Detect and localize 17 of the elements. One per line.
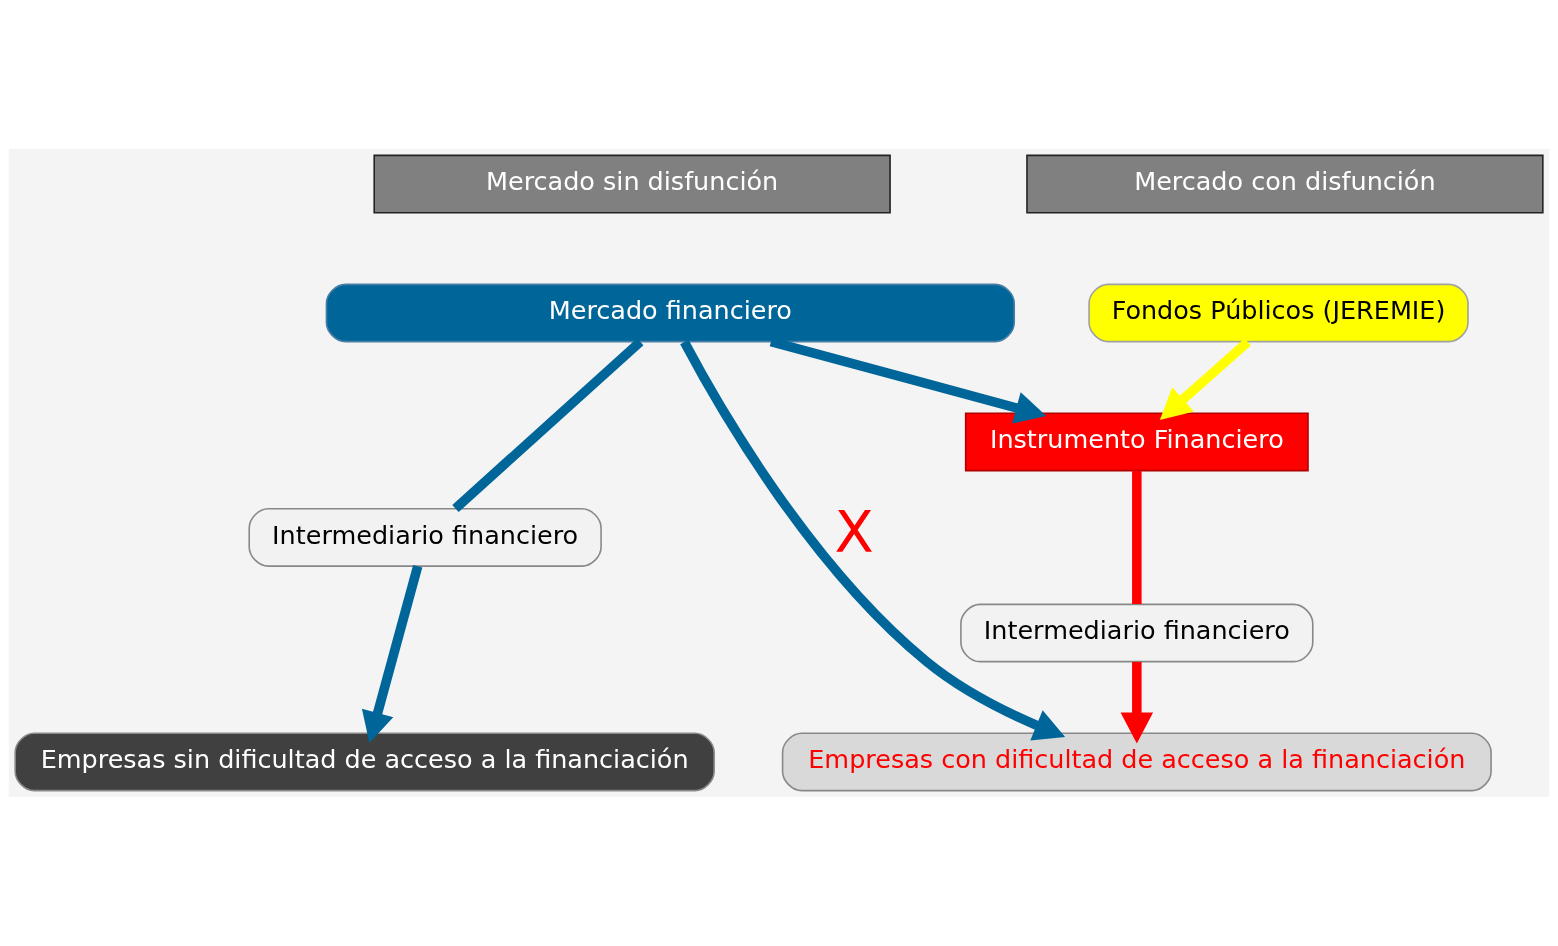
node-box: Instrumento Financiero <box>964 412 1309 472</box>
arrow <box>361 564 423 743</box>
node-box: Mercado financiero <box>325 283 1016 343</box>
connector <box>1132 470 1142 605</box>
arrow <box>769 337 1047 424</box>
edge-label: X <box>834 498 874 566</box>
node-box: Empresas sin dificultad de acceso a la financiación <box>14 732 715 792</box>
node-box: Mercado sin disfunción <box>373 154 891 214</box>
arrow <box>1159 338 1251 420</box>
node-box: Fondos Públicos (JEREMIE) <box>1088 283 1469 343</box>
node-box: Empresas con dificultad de acceso a la financiación <box>781 732 1492 792</box>
arrow <box>680 339 1066 741</box>
node-box: Intermediario financiero <box>960 603 1314 663</box>
connector <box>452 338 644 513</box>
arrow <box>1120 661 1154 744</box>
node-box: Intermediario financiero <box>248 508 602 567</box>
node-box: Mercado con disfunción <box>1026 154 1544 214</box>
